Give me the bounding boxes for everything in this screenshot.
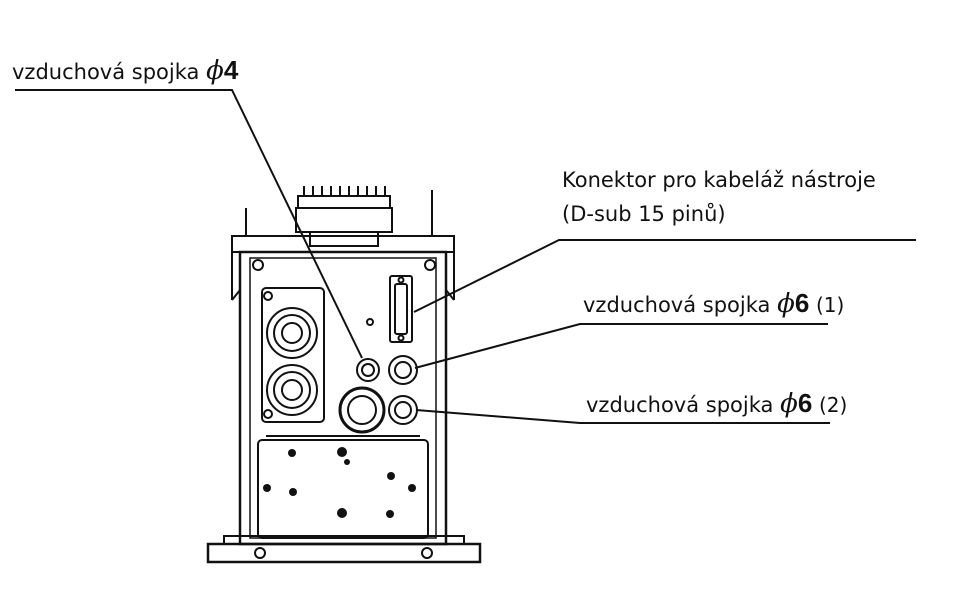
bottom-plate	[257, 435, 429, 539]
air-coupling-phi6-1	[388, 355, 418, 385]
leader-connector	[413, 239, 916, 313]
leader-lines	[15, 89, 916, 424]
label-text: vzduchová spojka	[12, 60, 200, 84]
left-coupling-panel	[261, 287, 325, 423]
size-value: 6	[794, 288, 810, 318]
unit-body	[231, 235, 455, 546]
phi-symbol: ϕ	[780, 389, 798, 419]
dsub-connector	[389, 275, 413, 343]
leader-air6-2	[415, 409, 830, 424]
leader-air6-1	[414, 323, 828, 369]
label-text: vzduchová spojka	[586, 393, 774, 417]
phi-symbol: ϕ	[777, 289, 795, 319]
plate-holes	[263, 447, 416, 518]
large-round-port	[338, 386, 386, 434]
air-coupling-phi6-2	[388, 395, 418, 425]
index-label: (2)	[818, 393, 848, 417]
index-label: (1)	[815, 293, 845, 317]
label-air-coupling-phi6-2: vzduchová spojka ϕ6 (2)	[586, 390, 847, 417]
label-connector-line2: (D-sub 15 pinů)	[562, 202, 726, 226]
label-air-coupling-phi6-1: vzduchová spojka ϕ6 (1)	[583, 290, 844, 317]
label-connector-line1: Konektor pro kabeláž nástroje	[562, 168, 876, 192]
air-coupling-phi4	[356, 358, 380, 382]
base-plate	[206, 535, 482, 564]
label-air-coupling-phi4: vzduchová spojka ϕ4	[12, 57, 238, 84]
label-text: vzduchová spojka	[583, 293, 771, 317]
size-value: 4	[223, 55, 239, 85]
leader-air4	[15, 89, 363, 359]
size-value: 6	[797, 388, 813, 418]
phi-symbol: ϕ	[206, 56, 224, 86]
gear-top	[295, 195, 393, 247]
